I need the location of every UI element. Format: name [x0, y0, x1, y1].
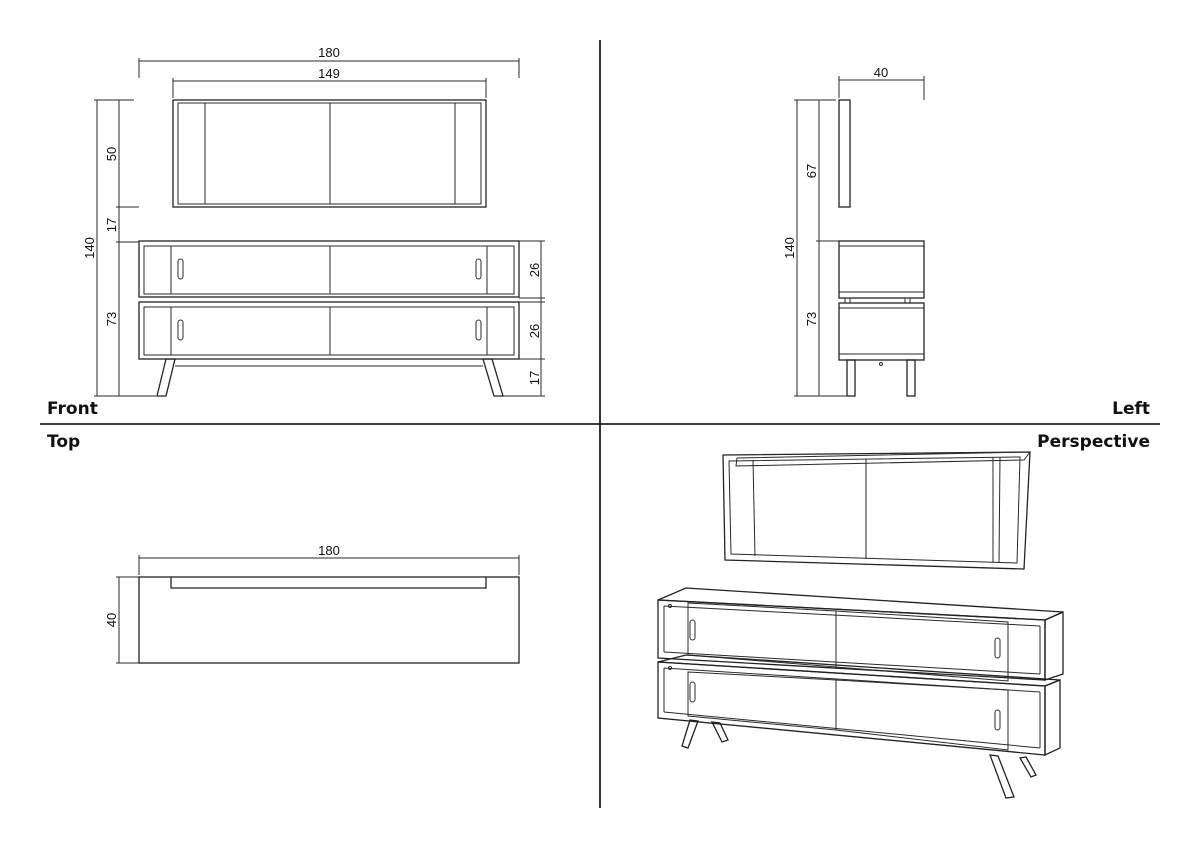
- mirror-width-label: 149: [318, 66, 340, 81]
- gap-height-label: 17: [104, 218, 119, 232]
- top-view: 180 40: [104, 543, 520, 664]
- perspective-lower-box: [657, 654, 1061, 757]
- top-depth-dimension: 40: [104, 576, 139, 664]
- front-mirror: [172, 99, 487, 208]
- front-height-dimensions: 140 50 17 73: [82, 99, 156, 397]
- perspective-mirror: [722, 451, 1032, 570]
- top-view-label: Top: [47, 432, 80, 452]
- left-height-dimensions: 140 67 73: [782, 99, 847, 397]
- total-height-label: 140: [82, 237, 97, 259]
- perspective-view: [657, 451, 1064, 799]
- mirror-width-dimension: 149: [172, 66, 487, 98]
- left-cabinet-height-label: 73: [804, 312, 819, 326]
- left-upper-height-label: 67: [804, 164, 819, 178]
- cabinet-height-label: 73: [104, 312, 119, 326]
- front-legs: [156, 358, 504, 397]
- top-width-label: 180: [318, 543, 340, 558]
- top-depth-label: 40: [104, 613, 119, 627]
- left-depth-label: 40: [874, 65, 888, 80]
- left-lower-box: [838, 302, 925, 366]
- top-width-dimension: 180: [138, 543, 520, 575]
- left-view-label: Left: [1112, 399, 1150, 419]
- lower-box-height-label: 26: [527, 324, 542, 338]
- top-cabinet-outline: [138, 576, 520, 664]
- front-width-dimension: 180: [138, 45, 520, 78]
- front-width-label: 180: [318, 45, 340, 60]
- front-upper-box: [138, 240, 520, 298]
- front-view-label: Front: [47, 399, 98, 419]
- front-lower-box: [138, 301, 520, 360]
- left-mirror-side: [838, 99, 851, 208]
- mirror-height-label: 50: [104, 147, 119, 161]
- left-upper-box: [838, 240, 925, 304]
- perspective-view-label: Perspective: [1037, 432, 1150, 452]
- left-total-height-label: 140: [782, 237, 797, 259]
- front-view: 180 149 140 50 17 73: [82, 45, 545, 397]
- left-legs: [846, 359, 916, 397]
- top-mirror-outline: [170, 577, 487, 589]
- left-view: 40 140: [782, 65, 925, 397]
- front-right-dimensions: 26 26 17: [503, 240, 545, 397]
- upper-box-height-label: 26: [527, 263, 542, 277]
- perspective-upper-box: [657, 587, 1064, 682]
- left-depth-dimension: 40: [838, 65, 925, 100]
- legs-height-label: 17: [527, 371, 542, 385]
- perspective-legs: [681, 719, 1037, 799]
